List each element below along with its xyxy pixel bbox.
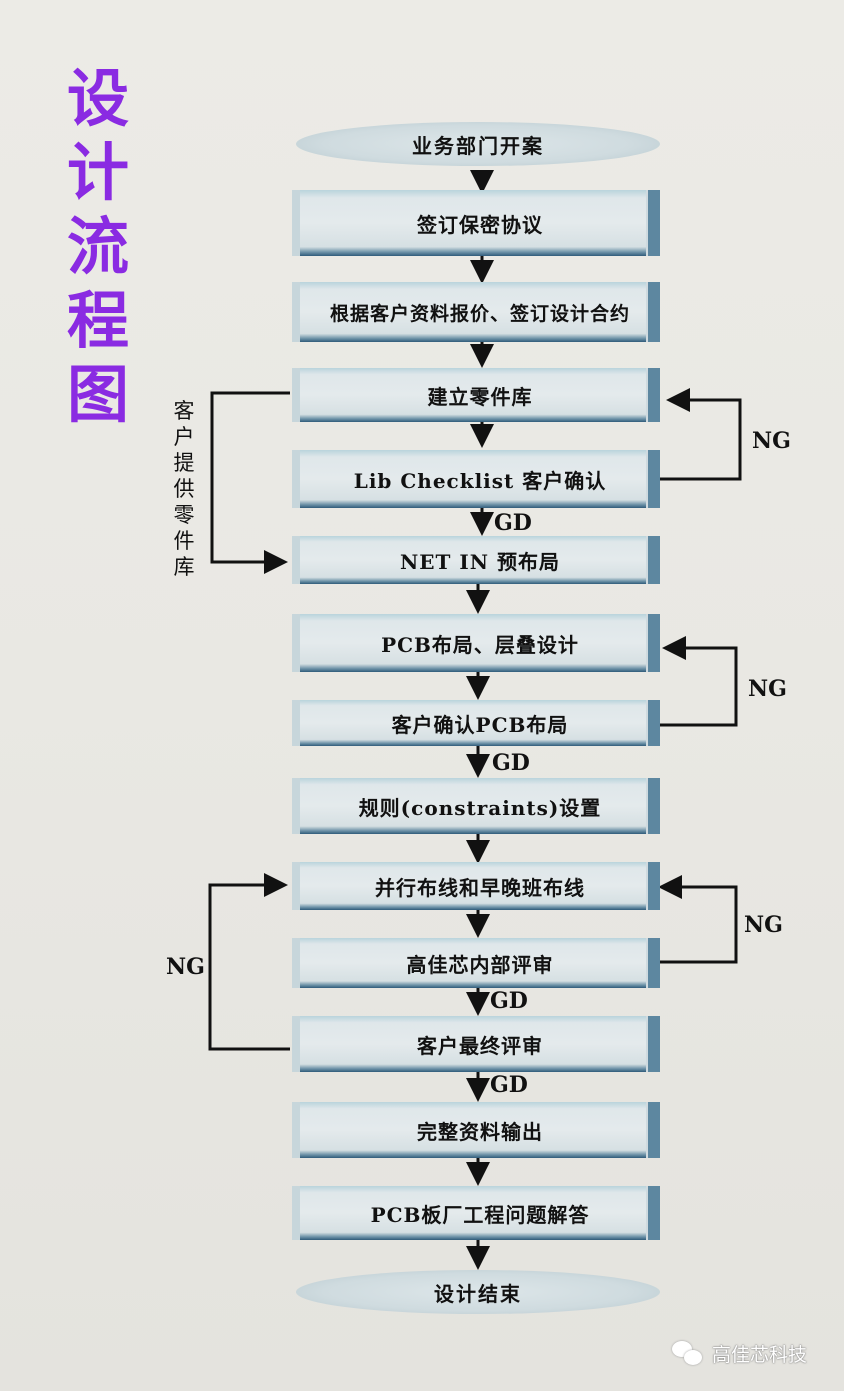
step-quote-contract: 根据客户资料报价、签订设计合约	[292, 282, 660, 342]
title-char: 程	[66, 284, 129, 357]
ng-label: NG	[744, 912, 783, 938]
step-label: PCB板厂工程问题解答	[370, 1202, 590, 1227]
step-label: PCB布局、层叠设计	[381, 632, 579, 657]
gd-label: GD	[490, 1072, 528, 1098]
ng-loop-routing-internal	[654, 875, 738, 964]
start-label: 业务部门开案	[412, 133, 544, 158]
side-char: 提	[173, 451, 195, 475]
step-label: 客户最终评审	[417, 1033, 543, 1058]
title-char: 设	[66, 62, 129, 135]
step-label: 完整资料输出	[417, 1119, 543, 1144]
step-label: 根据客户资料报价、签订设计合约	[329, 302, 630, 325]
customer-lib-bypass	[210, 391, 290, 574]
step-label: 签订保密协议	[417, 212, 543, 237]
ng-loop-routing-final	[208, 873, 290, 1051]
step-internal-review: 高佳芯内部评审	[292, 938, 660, 988]
side-char: 件	[173, 529, 195, 553]
step-pcb-layout: PCB布局、层叠设计	[292, 614, 660, 672]
step-fab-qa: PCB板厂工程问题解答	[292, 1186, 660, 1240]
page-title: 设 计 流 程 图	[62, 62, 134, 432]
step-label: 高佳芯内部评审	[406, 952, 554, 977]
step-build-library: 建立零件库	[292, 368, 660, 422]
wechat-icon	[672, 1340, 706, 1367]
step-label: 规则(constraints)设置	[358, 795, 602, 820]
end-node: 设计结束	[296, 1270, 660, 1314]
start-node: 业务部门开案	[296, 122, 660, 166]
ng-loop-lib	[660, 388, 742, 481]
step-label: Lib Checklist 客户确认	[353, 468, 607, 493]
step-lib-checklist: Lib Checklist 客户确认	[292, 450, 660, 508]
side-char: 供	[173, 477, 195, 501]
watermark-text: 高佳芯科技	[712, 1344, 808, 1366]
side-char: 客	[173, 399, 195, 423]
gd-label: GD	[492, 750, 530, 776]
step-nda: 签订保密协议	[292, 190, 660, 256]
end-label: 设计结束	[434, 1281, 522, 1306]
gd-label: GD	[494, 510, 532, 536]
step-label: NET IN 预布局	[400, 549, 560, 574]
step-constraints: 规则(constraints)设置	[292, 778, 660, 834]
customer-library-label: 客 户 提 供 零 件 库	[170, 398, 198, 580]
gd-label: GD	[490, 988, 528, 1014]
watermark: 高佳芯科技	[672, 1340, 807, 1367]
side-char: 零	[173, 503, 195, 527]
ng-loop-layout	[656, 636, 738, 727]
side-char: 库	[173, 555, 195, 579]
step-final-review: 客户最终评审	[292, 1016, 660, 1072]
side-char: 户	[173, 425, 195, 449]
step-net-in: NET IN 预布局	[292, 536, 660, 584]
title-char: 图	[66, 358, 129, 431]
step-customer-confirm-layout: 客户确认PCB布局	[292, 700, 660, 746]
step-data-output: 完整资料输出	[292, 1102, 660, 1158]
ng-label: NG	[752, 428, 791, 454]
step-label: 客户确认PCB布局	[391, 712, 569, 737]
step-routing: 并行布线和早晚班布线	[292, 862, 660, 910]
ng-label: NG	[166, 954, 205, 980]
step-label: 建立零件库	[427, 384, 533, 409]
step-label: 并行布线和早晚班布线	[375, 875, 585, 900]
title-char: 流	[66, 210, 129, 283]
ng-label: NG	[748, 676, 787, 702]
title-char: 计	[66, 136, 129, 209]
